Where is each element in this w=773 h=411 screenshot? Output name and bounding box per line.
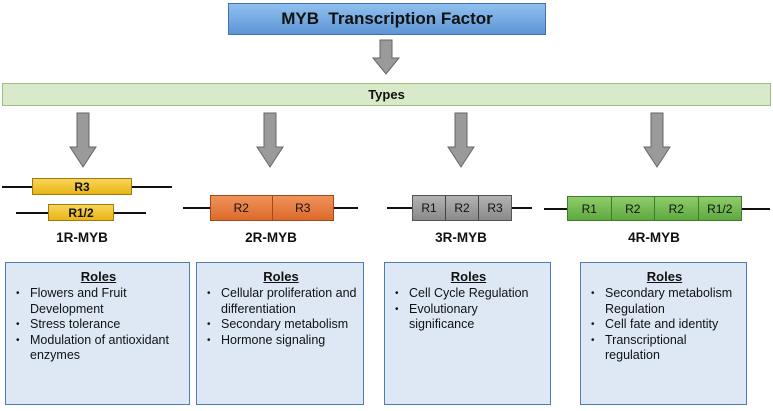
roles-box-4r: Roles •Secondary metabolism Regulation •…	[580, 262, 747, 405]
domain-segment: R1/2	[68, 205, 94, 220]
down-arrow-icon	[69, 112, 97, 168]
title-box: MYB Transcription Factor	[228, 3, 546, 35]
role-item: •Transcriptional regulation	[591, 332, 687, 363]
role-item: •Secondary metabolism Regulation	[591, 286, 733, 316]
domain-segment: R2	[654, 197, 698, 220]
domain-segment: R3	[478, 196, 511, 220]
down-arrow-icon	[256, 112, 284, 168]
roles-box-3r: Roles •Cell Cycle Regulation •Evolutiona…	[384, 262, 551, 405]
roles-title: Roles	[80, 269, 117, 284]
domain-segment: R2	[610, 197, 655, 220]
down-arrow-icon	[371, 39, 401, 75]
domain-segment: R2	[233, 201, 249, 215]
roles-box-2r: Roles •Cellular proliferation and differ…	[196, 262, 364, 405]
type-label-2r: 2R-MYB	[245, 230, 297, 245]
roles-list: •Secondary metabolism Regulation •Cell f…	[589, 286, 740, 364]
gene-1r-lower: R1/2	[48, 204, 114, 221]
type-label-4r: 4R-MYB	[628, 230, 680, 245]
domain-segment: R1	[581, 201, 597, 216]
domain-segment: R3	[271, 196, 334, 220]
role-item: •Evolutionary significance	[395, 301, 478, 332]
roles-title: Roles	[646, 269, 683, 284]
roles-list: •Flowers and Fruit Development •Stress t…	[14, 286, 183, 364]
roles-title: Roles	[450, 269, 487, 284]
down-arrow-icon	[447, 112, 475, 168]
role-item: •Modulation of antioxidant enzymes	[16, 332, 169, 363]
role-item: •Cell fate and identity	[591, 317, 719, 331]
roles-box-1r: Roles •Flowers and Fruit Development •St…	[5, 262, 190, 405]
gene-1r-upper: R3	[32, 178, 132, 195]
type-label-1r: 1R-MYB	[56, 230, 108, 245]
gene-3r: R1 R2 R3	[412, 195, 512, 221]
role-item: •Stress tolerance	[16, 317, 121, 331]
roles-title: Roles	[263, 269, 299, 284]
domain-segment: R1/2	[697, 197, 742, 220]
gene-4r: R1 R2 R2 R1/2	[567, 196, 742, 221]
gene-2r: R2 R3	[210, 195, 334, 221]
role-item: •Cell Cycle Regulation	[395, 286, 529, 300]
domain-segment: R3	[74, 179, 90, 194]
roles-list: •Cell Cycle Regulation •Evolutionary sig…	[393, 286, 544, 333]
role-item: •Flowers and Fruit Development	[16, 286, 127, 316]
domain-segment: R1	[421, 201, 437, 215]
role-item: •Cellular proliferation and differentiat…	[207, 286, 357, 316]
roles-list: •Cellular proliferation and differentiat…	[205, 286, 357, 348]
role-item: •Secondary metabolism	[207, 317, 349, 331]
domain-segment: R2	[445, 196, 478, 220]
types-bar: Types	[2, 83, 771, 106]
role-item: •Hormone signaling	[207, 332, 326, 347]
down-arrow-icon	[643, 112, 671, 168]
type-label-3r: 3R-MYB	[435, 230, 487, 245]
